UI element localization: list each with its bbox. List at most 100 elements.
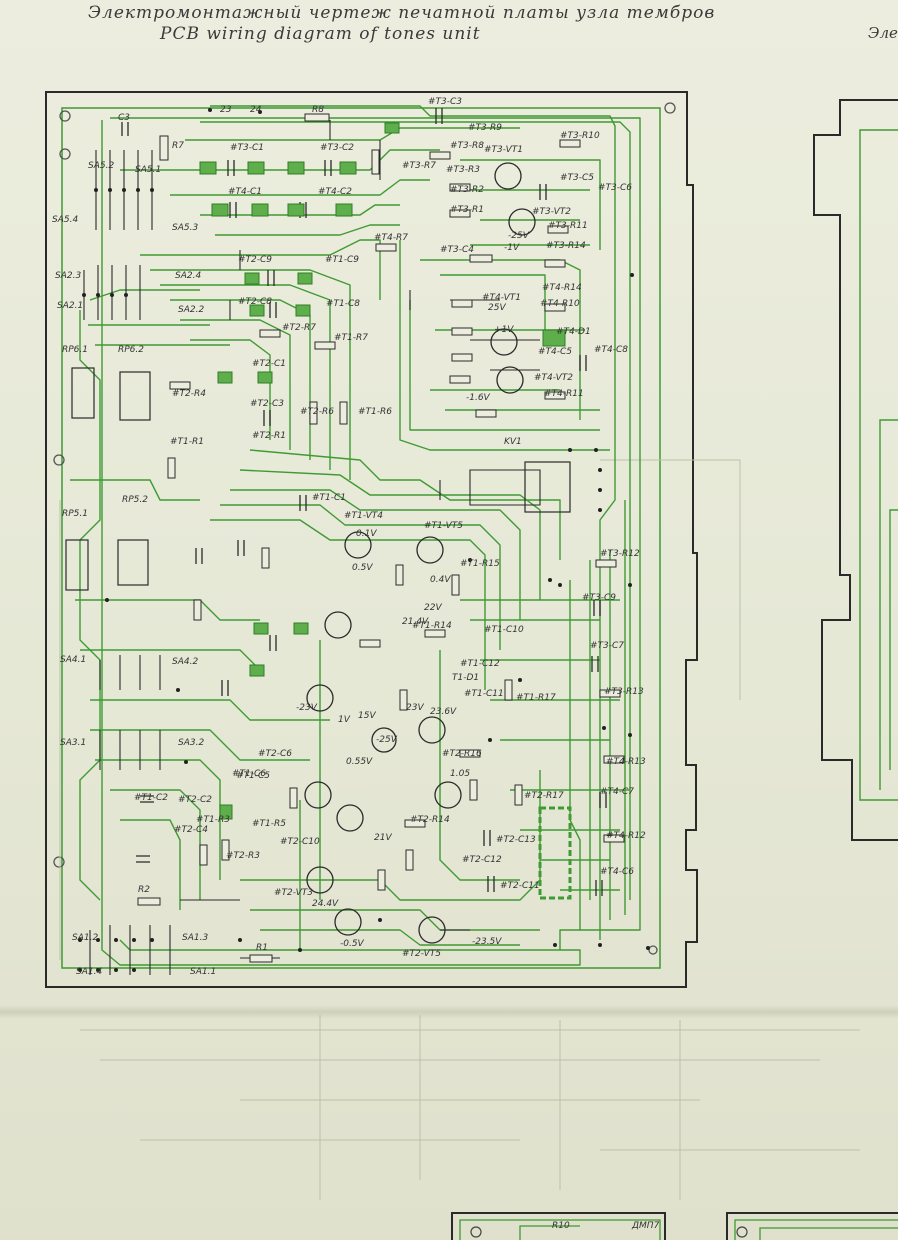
right-board-outline xyxy=(813,99,898,841)
label-sa24: SA2.4 xyxy=(175,271,201,281)
label-t2c8: #T2-C8 xyxy=(238,297,272,307)
voltage-label: 0.1V xyxy=(356,529,377,539)
label-sa54: SA5.4 xyxy=(52,215,78,225)
label-t3c6: #T3-C6 xyxy=(598,183,632,193)
label-r8: R8 xyxy=(312,105,324,115)
label-sa41: SA4.1 xyxy=(60,655,86,665)
bottom-board-2 xyxy=(726,1212,898,1240)
label-t2r14: #T2-R14 xyxy=(410,815,450,825)
label-t1r15: #T1-R15 xyxy=(460,559,500,569)
solder-points xyxy=(78,108,650,972)
label-sa31: SA3.1 xyxy=(60,738,86,748)
bottom-board-1-hole xyxy=(470,1226,482,1238)
label-t1vt5: #T1-VT5 xyxy=(424,521,463,531)
title-english: PCB wiring diagram of tones unit xyxy=(160,24,481,44)
relay-kv1 xyxy=(524,461,571,513)
voltage-label: 0.5V xyxy=(352,563,373,573)
label-t3r14: #T3-R14 xyxy=(546,241,586,251)
voltage-label: 1V xyxy=(338,715,351,725)
label-t3r12: #T3-R12 xyxy=(600,549,640,559)
label-t2c9: #T2-C9 xyxy=(238,255,272,265)
label-t3r11: #T3-R11 xyxy=(548,221,588,231)
voltage-label: 21.4V xyxy=(402,617,429,627)
voltage-label: 24.4V xyxy=(312,899,339,909)
right-board-traces xyxy=(859,129,898,801)
label-t3r13: #T3-R13 xyxy=(604,687,644,697)
label-t3c9: #T3-C9 xyxy=(582,593,616,603)
label-t24: 24 xyxy=(250,105,262,115)
label-sa23: SA2.3 xyxy=(55,271,81,281)
label-t2c13: #T2-C13 xyxy=(496,835,536,845)
voltage-label: 22V xyxy=(424,603,442,613)
label-t3r10: #T3-R10 xyxy=(560,131,600,141)
label-rp51: RP5.1 xyxy=(62,509,88,519)
label-sa22: SA2.2 xyxy=(178,305,204,315)
label-t2r16: #T2-R16 xyxy=(442,749,482,759)
label-t2c12: #T2-C12 xyxy=(462,855,502,865)
voltage-label: 23V xyxy=(406,703,424,713)
title-cut-off: Элек xyxy=(868,24,898,42)
bottom-board-2-hole xyxy=(736,1226,748,1238)
voltage-label: 21V xyxy=(374,833,392,843)
label-t3r9: #T3-R9 xyxy=(468,123,502,133)
label-t4r7: #T4-R7 xyxy=(374,233,408,243)
label-sa52: SA5.2 xyxy=(88,161,114,171)
label-sa1: SA1.1 xyxy=(190,967,216,977)
label-r1: R1 xyxy=(256,943,268,953)
label-t2c4: #T2-C4 xyxy=(174,825,208,835)
label-rp52: RP5.2 xyxy=(122,495,148,505)
label-t2r3: #T2-R3 xyxy=(226,851,260,861)
label-t1c9: #T1-C9 xyxy=(325,255,359,265)
voltage-labels: -25V-1V25V+1V-1.6V0.1V0.5V0.4V22V21.4V-2… xyxy=(296,231,530,949)
label-t4vt1: #T4-VT1 xyxy=(482,293,521,303)
voltage-label: -23.5V xyxy=(472,937,502,947)
label-t3vt1: #T3-VT1 xyxy=(484,145,523,155)
label-t1r1: #T1-R1 xyxy=(170,437,204,447)
label-t1vt4: #T1-VT4 xyxy=(344,511,383,521)
board-inner-outline xyxy=(61,107,661,969)
label-t2c11: #T2-C11 xyxy=(500,881,540,891)
bottom-board-2-traces xyxy=(734,1219,898,1240)
label-sa32: SA3.2 xyxy=(178,738,204,748)
voltage-label: -25V xyxy=(508,231,530,241)
label-t3r2: #T3-R2 xyxy=(450,185,484,195)
label-t23: 23 xyxy=(220,105,232,115)
label-t1c1: #T1-C1 xyxy=(312,493,346,503)
label-t1c2: #T1-C2 xyxy=(134,793,168,803)
label-t2vt5: #T2-VT5 xyxy=(402,949,441,959)
label-rp62: RP6.2 xyxy=(118,345,144,355)
label-t1c10: #T1-C10 xyxy=(484,625,524,635)
voltage-label: 0.55V xyxy=(346,757,373,767)
label-t4vt2: #T4-VT2 xyxy=(534,373,573,383)
mounting-holes xyxy=(53,102,676,955)
shield-block xyxy=(538,806,572,900)
label-t2c6: #T2-C6 xyxy=(258,749,292,759)
label-t1r3: #T1-R3 xyxy=(196,815,230,825)
capacitors xyxy=(121,108,607,896)
label-r2: R2 xyxy=(138,885,150,895)
label-t3r3: #T3-R3 xyxy=(446,165,480,175)
voltage-label: -23V xyxy=(296,703,318,713)
label-sa13: SA1.3 xyxy=(182,933,208,943)
label-t3c4: #T3-C4 xyxy=(440,245,474,255)
voltage-label: -0.5V xyxy=(340,939,365,949)
label-t3r7: #T3-R7 xyxy=(402,161,436,171)
voltage-label: 0.4V xyxy=(430,575,451,585)
label-t4r11: #T4-R11 xyxy=(544,389,584,399)
label-t2c10: #T2-C10 xyxy=(280,837,320,847)
label-t3c5: #T3-C5 xyxy=(560,173,594,183)
label-t2c3: #T2-C3 xyxy=(250,399,284,409)
board-outline xyxy=(45,91,698,988)
ghost-traces xyxy=(59,459,860,1200)
label-sa21: SA2.1 xyxy=(57,301,83,311)
label-c3: C3 xyxy=(118,113,130,123)
label-sa12: SA1.2 xyxy=(72,933,98,943)
voltage-label: 23.6V xyxy=(430,707,457,717)
label-sa42: SA4.2 xyxy=(172,657,198,667)
label-t4c8: #T4-C8 xyxy=(594,345,628,355)
label-t4r12: #T4-R12 xyxy=(606,831,646,841)
label-t1c8: #T1-C8 xyxy=(326,299,360,309)
label-t1c12: #T1-C12 xyxy=(460,659,500,669)
